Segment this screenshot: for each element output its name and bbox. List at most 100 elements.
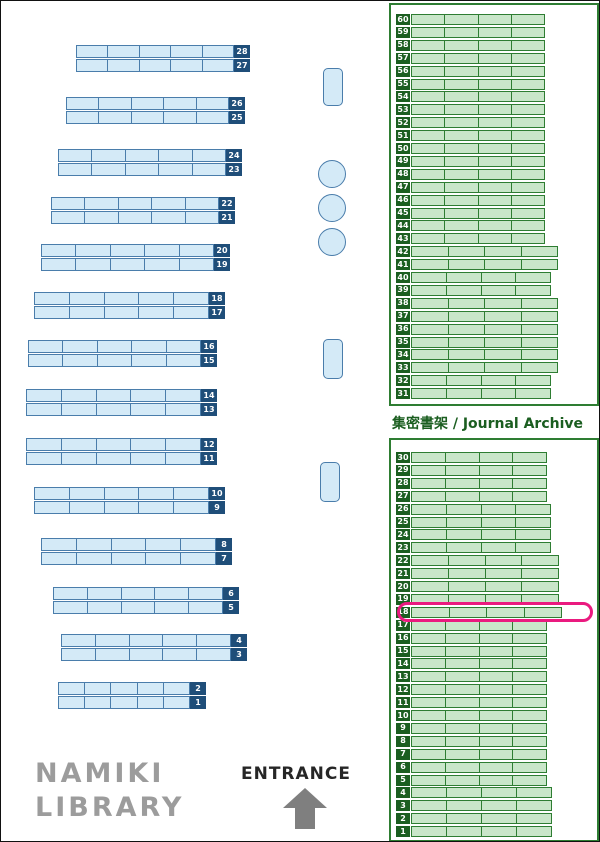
shelf-bar bbox=[411, 529, 551, 541]
shelf-number-badge: 52 bbox=[396, 117, 410, 129]
shelf-cell bbox=[97, 390, 132, 401]
shelf-cell bbox=[130, 649, 164, 660]
shelf-cell bbox=[70, 488, 105, 499]
shelf-cell bbox=[513, 453, 546, 462]
archive-shelf-row-38: 38 bbox=[396, 297, 558, 309]
shelf-cell bbox=[412, 775, 446, 785]
archive-shelf-row-42: 42 bbox=[396, 246, 558, 258]
shelf-cell bbox=[412, 582, 449, 591]
archive-shelf-row-9: 9 bbox=[396, 722, 547, 734]
shelf-cell bbox=[112, 539, 147, 550]
bookshelf-row-13: 13 bbox=[26, 403, 217, 416]
shelf-cell bbox=[522, 260, 558, 269]
shelf-cell bbox=[97, 404, 132, 415]
shelf-number-badge: 10 bbox=[396, 710, 410, 721]
shelf-cell bbox=[131, 390, 167, 401]
bookshelf-row-17: 17 bbox=[34, 306, 225, 319]
shelf-cell bbox=[131, 453, 167, 464]
shelf-cell bbox=[62, 649, 96, 660]
shelf-cell bbox=[485, 337, 522, 347]
shelf-number-badge: 10 bbox=[209, 487, 225, 500]
shelf-cell bbox=[513, 750, 546, 759]
shelf-number-badge: 12 bbox=[201, 438, 217, 451]
shelf-cell bbox=[138, 697, 164, 708]
shelf-cell bbox=[512, 80, 544, 89]
shelf-cell bbox=[445, 118, 479, 128]
shelf-cell bbox=[412, 285, 447, 295]
shelf-cell bbox=[126, 150, 160, 161]
shelf-cell bbox=[412, 298, 449, 308]
shelf-number-badge: 3 bbox=[231, 648, 247, 661]
shelf-cell bbox=[132, 98, 165, 109]
shelf-bar bbox=[411, 542, 551, 554]
bookshelf-row-6: 6 bbox=[53, 587, 239, 600]
shelf-bar bbox=[28, 354, 201, 367]
bookshelf-row-7: 7 bbox=[41, 552, 232, 565]
shelf-cell bbox=[197, 649, 230, 660]
shelf-cell bbox=[412, 156, 446, 166]
pillar-icon bbox=[323, 68, 343, 106]
shelf-cell bbox=[480, 620, 514, 630]
shelf-cell bbox=[445, 15, 479, 24]
shelf-cell bbox=[482, 389, 517, 399]
shelf-cell bbox=[479, 144, 512, 153]
shelf-cell bbox=[513, 466, 546, 475]
shelf-cell bbox=[480, 698, 514, 708]
shelf-cell bbox=[203, 46, 233, 57]
shelf-bar bbox=[411, 722, 547, 734]
shelf-cell bbox=[447, 285, 482, 295]
shelf-number-badge: 59 bbox=[396, 26, 410, 38]
shelf-number-badge: 7 bbox=[396, 748, 410, 760]
shelf-cell bbox=[412, 569, 449, 579]
shelf-cell bbox=[446, 646, 480, 656]
shelf-cell bbox=[108, 46, 140, 57]
shelf-cell bbox=[29, 341, 64, 352]
shelf-cell bbox=[445, 40, 479, 50]
shelf-bar bbox=[411, 220, 545, 232]
shelf-cell bbox=[513, 724, 546, 733]
shelf-cell bbox=[516, 518, 550, 527]
shelf-cell bbox=[159, 150, 193, 161]
shelf-cell bbox=[449, 260, 485, 270]
shelf-cell bbox=[111, 683, 138, 694]
bookshelf-row-25: 25 bbox=[66, 111, 245, 124]
shelf-cell bbox=[166, 390, 200, 401]
shelf-bar bbox=[411, 168, 545, 180]
shelf-cell bbox=[59, 150, 93, 161]
shelf-bar bbox=[28, 340, 201, 353]
shelf-cell bbox=[412, 620, 446, 630]
shelf-cell bbox=[77, 60, 109, 71]
shelf-cell bbox=[412, 144, 446, 153]
shelf-cell bbox=[167, 341, 200, 352]
archive-shelf-row-41: 41 bbox=[396, 259, 558, 271]
shelf-number-badge: 13 bbox=[201, 403, 217, 416]
shelf-cell bbox=[412, 478, 446, 488]
shelf-cell bbox=[512, 234, 544, 243]
archive-shelf-row-11: 11 bbox=[396, 697, 547, 709]
shelf-cell bbox=[479, 156, 512, 166]
shelf-bar bbox=[411, 697, 547, 709]
shelf-cell bbox=[193, 164, 225, 175]
archive-shelf-row-25: 25 bbox=[396, 516, 551, 528]
shelf-cell bbox=[412, 182, 446, 192]
bookshelf-row-10: 10 bbox=[34, 487, 225, 500]
shelf-cell bbox=[412, 260, 449, 270]
shelf-cell bbox=[412, 530, 447, 540]
shelf-cell bbox=[131, 439, 167, 450]
shelf-cell bbox=[513, 737, 546, 746]
shelf-cell bbox=[152, 212, 186, 223]
shelf-bar bbox=[411, 104, 545, 116]
shelf-cell bbox=[139, 293, 175, 304]
shelf-cell bbox=[42, 245, 77, 256]
shelf-number-badge: 3 bbox=[396, 800, 410, 812]
shelf-number-badge: 58 bbox=[396, 39, 410, 51]
shelf-cell bbox=[486, 594, 523, 604]
archive-shelf-row-8: 8 bbox=[396, 735, 547, 747]
shelf-cell bbox=[517, 814, 551, 823]
shelf-cell bbox=[164, 683, 189, 694]
shelf-number-badge: 28 bbox=[234, 45, 250, 58]
shelf-number-badge: 23 bbox=[226, 163, 242, 176]
shelf-number-badge: 11 bbox=[201, 452, 217, 465]
